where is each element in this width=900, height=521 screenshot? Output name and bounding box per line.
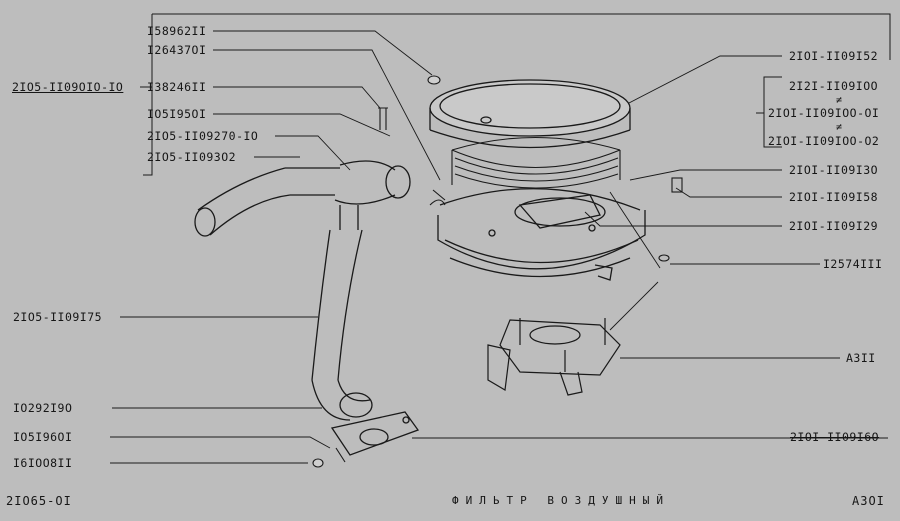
leader-lines: [110, 30, 888, 464]
filter-element: [451, 136, 621, 189]
part-label-2101-160: 2IOI-II09I6O: [790, 430, 880, 444]
part-label-125741: I2574III: [823, 257, 883, 271]
part-label-2105-302: 2IO5-II093O2: [147, 150, 237, 164]
part-label-138246: I38246II: [147, 80, 207, 94]
part-label-2101-100-02: 2IOI-II09IOO-O2: [768, 134, 880, 148]
page-code: A3OI: [852, 494, 885, 508]
part-label-2101-158: 2IOI-II09I58: [789, 190, 879, 204]
part-label-105195: IO5I95OI: [147, 107, 207, 121]
not-equal-sign-2: ≠: [836, 122, 843, 133]
page-title: ФИЛЬТР ВОЗДУШНЫЙ: [452, 494, 670, 507]
part-label-2121-100: 2I2I-II09IOO: [789, 79, 879, 93]
part-label-a311: A3II: [846, 351, 876, 365]
part-label-2101-152: 2IOI-II09I52: [789, 49, 879, 63]
part-label-2105-270: 2IO5-II09270-IO: [147, 129, 259, 143]
air-filter-housing: [437, 188, 646, 281]
drawing-number: 2IO65-OI: [6, 494, 72, 508]
part-label-105196: IO5I96OI: [13, 430, 73, 444]
small-parts: [312, 75, 683, 468]
part-label-158962: I58962II: [147, 24, 207, 38]
part-label-2105-175: 2IO5-II09I75: [13, 310, 103, 324]
assembly-label-2105: 2IO5-II09OIO-IO: [12, 80, 124, 94]
intake-pipe: [194, 160, 411, 421]
air-filter-cover: [429, 79, 631, 149]
part-label-126437: I26437OI: [147, 43, 207, 57]
part-label-102921: IO292I9O: [13, 401, 73, 415]
flange-plate: [330, 411, 420, 456]
not-equal-sign-1: ≠: [836, 95, 843, 106]
label-brackets: [140, 13, 891, 176]
part-label-2101-129: 2IOI-II09I29: [789, 219, 879, 233]
part-label-2101-130: 2IOI-II09I3O: [789, 163, 879, 177]
part-label-2101-100-01: 2IOI-II09IOO-OI: [768, 106, 880, 120]
carburetor: [487, 318, 621, 396]
part-label-161008: I6IOO8II: [13, 456, 73, 470]
